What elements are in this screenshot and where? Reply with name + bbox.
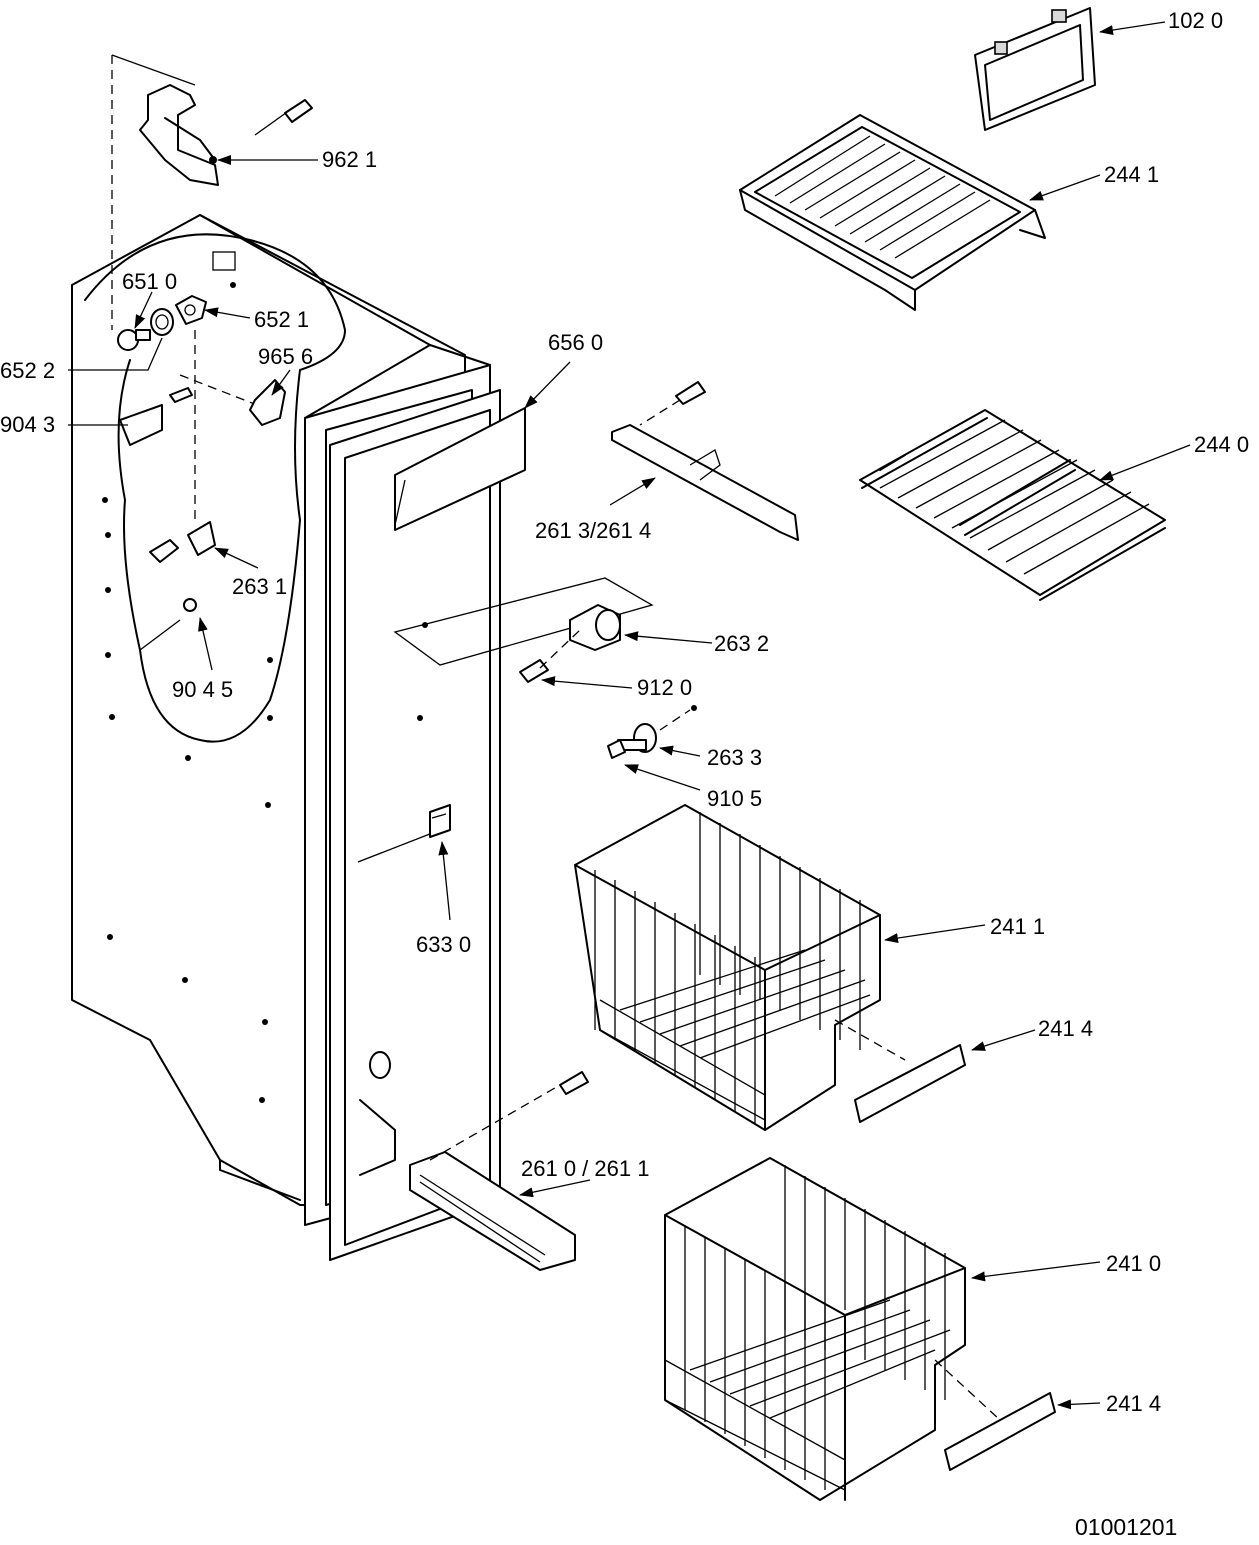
- light-cover: [394, 407, 526, 531]
- label-263-3: 263 3: [707, 745, 762, 770]
- label-912-0: 912 0: [637, 675, 692, 700]
- leader-arrows: [68, 21, 1191, 1410]
- freezer-cabinet: [71, 214, 501, 1261]
- lamp-switch: [175, 295, 207, 325]
- wire-shelf: [859, 409, 1166, 601]
- label-241-0: 241 0: [1106, 1251, 1161, 1276]
- label-263-1: 263 1: [232, 574, 287, 599]
- hinge-screw: [254, 99, 313, 136]
- shelf-support-left: [149, 521, 216, 563]
- shelf-screw: [183, 598, 197, 612]
- label-261-0-261-1: 261 0 / 261 1: [521, 1156, 649, 1181]
- control-panel: [974, 7, 1096, 131]
- label-656-0: 656 0: [548, 330, 603, 355]
- label-244-0: 244 0: [1194, 432, 1249, 457]
- label-261-3-261-4: 261 3/261 4: [535, 518, 651, 543]
- label-241-4-upper: 241 4: [1038, 1016, 1093, 1041]
- glass-shelf: [739, 114, 1046, 311]
- bracket-screw: [675, 381, 706, 405]
- support-screw: [519, 659, 549, 683]
- label-904-3: 904 3: [0, 412, 55, 437]
- label-633-0: 633 0: [416, 932, 471, 957]
- label-652-1: 652 1: [254, 307, 309, 332]
- upper-basket: [574, 804, 881, 1131]
- part-labels: 102 0 244 1 962 1 651 0 652 1 652 2 965 …: [0, 8, 1249, 1540]
- mounting-holes: [102, 282, 428, 1103]
- label-910-5: 910 5: [707, 786, 762, 811]
- label-263-2: 263 2: [714, 631, 769, 656]
- thermostat-bracket: [119, 387, 193, 446]
- basket-support: [569, 604, 621, 651]
- label-90-4-5: 90 4 5: [172, 677, 233, 702]
- lower-basket-rail: [944, 1392, 1056, 1471]
- label-241-1: 241 1: [990, 914, 1045, 939]
- upper-basket-rail: [854, 1044, 966, 1123]
- label-244-1: 244 1: [1104, 162, 1159, 187]
- drawer-front-rail: [409, 1151, 576, 1271]
- shelf-bracket: [611, 424, 799, 541]
- hinge-part: [139, 84, 219, 186]
- label-241-4-lower: 241 4: [1106, 1391, 1161, 1416]
- label-652-2: 652 2: [0, 358, 55, 383]
- lower-basket: [664, 1157, 966, 1501]
- drawing-number: 01001201: [1075, 1514, 1177, 1540]
- label-102-0: 102 0: [1168, 8, 1223, 33]
- label-651-0: 651 0: [122, 269, 177, 294]
- lamp-bulb: [117, 329, 151, 351]
- label-965-6: 965 6: [258, 344, 313, 369]
- roller: [607, 723, 657, 759]
- rail-screw: [559, 1071, 589, 1095]
- label-962-1: 962 1: [322, 147, 377, 172]
- door-switch: [429, 804, 451, 838]
- lamp-socket: [150, 308, 174, 336]
